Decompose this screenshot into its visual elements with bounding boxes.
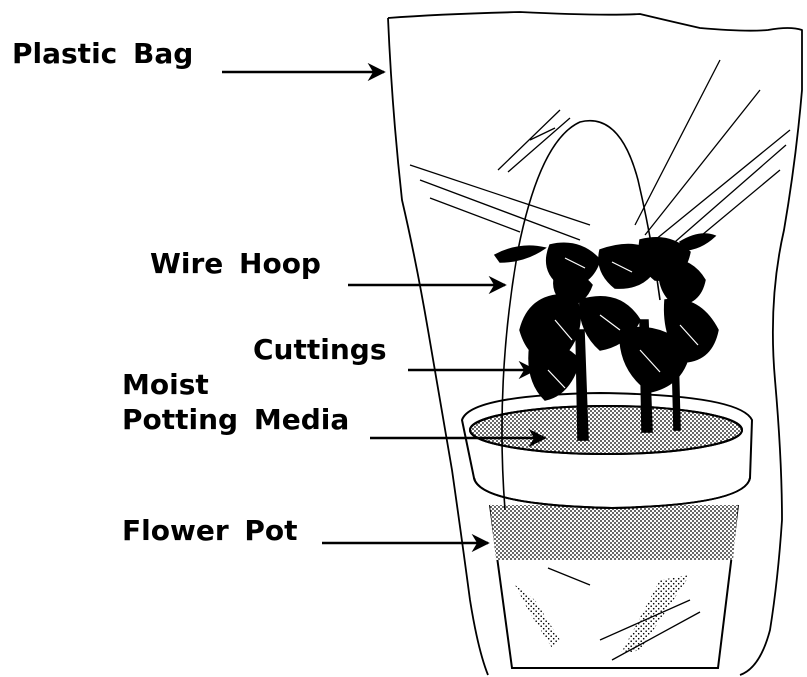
label-wire-hoop: Wire Hoop: [150, 249, 321, 279]
label-flower-pot: Flower Pot: [122, 516, 298, 546]
label-cuttings: Cuttings: [253, 335, 387, 365]
label-moist: Moist: [122, 370, 209, 400]
label-plastic-bag: Plastic Bag: [12, 39, 193, 69]
flower-pot: [462, 393, 752, 668]
label-potting-media: Potting Media: [122, 405, 349, 435]
